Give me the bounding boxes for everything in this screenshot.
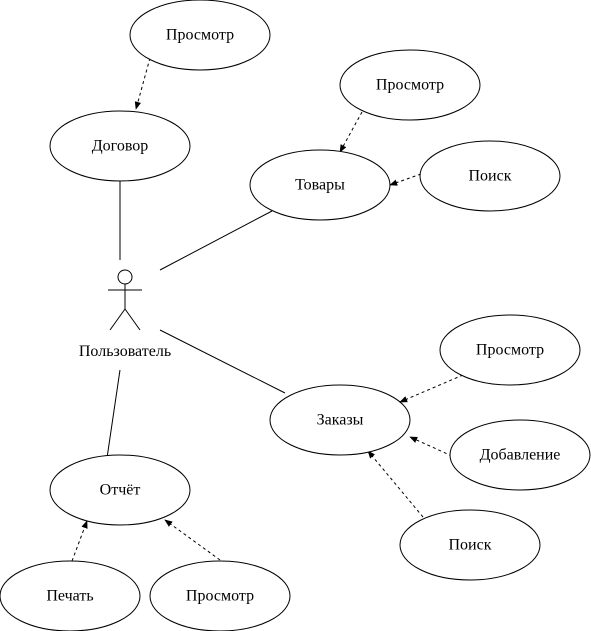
use-case-tovary-search-label: Поиск <box>469 168 512 185</box>
actor-user <box>108 269 142 331</box>
use-case-tovary-view-label: Просмотр <box>376 77 444 94</box>
use-case-otchet <box>49 454 191 526</box>
use-case-dogovor-label: Договор <box>92 138 149 155</box>
use-case-tovary-label: Товары <box>295 177 345 194</box>
actor-label: Пользователь <box>79 343 171 360</box>
association-zakazy <box>159 329 286 394</box>
use-case-tovary-search <box>419 140 561 212</box>
association-tovary <box>159 210 273 271</box>
association-otchet <box>106 369 121 459</box>
use-case-otchet-print-label: Печать <box>46 588 93 605</box>
use-case-tovary <box>249 149 391 221</box>
use-case-tovary-view <box>339 49 481 121</box>
use-case-dogovor <box>49 110 191 182</box>
use-case-zakazy-add <box>449 419 591 491</box>
use-case-dogovor-view-label: Просмотр <box>166 27 234 44</box>
use-case-zakazy-view-label: Просмотр <box>476 342 544 359</box>
dependency-tovary-search <box>389 173 422 186</box>
dependency-tovary-view <box>339 111 363 153</box>
dependency-zakazy-search <box>367 450 424 518</box>
dependency-zakazy-add <box>409 436 453 457</box>
use-case-zakazy <box>269 384 411 456</box>
use-case-otchet-view-label: Просмотр <box>186 588 254 605</box>
dependency-zakazy-view <box>399 374 464 403</box>
use-case-zakazy-search <box>399 509 541 581</box>
use-case-zakazy-view <box>439 314 581 386</box>
use-case-otchet-label: Отчёт <box>100 482 141 499</box>
actor-head <box>117 269 133 285</box>
use-case-otchet-view <box>149 560 291 631</box>
dependency-otchet-print <box>71 520 88 562</box>
use-case-zakazy-label: Заказы <box>317 412 364 429</box>
dependency-dogovor-view <box>134 57 151 110</box>
use-case-otchet-print <box>0 560 141 631</box>
actor-left-leg <box>109 308 126 331</box>
use-case-zakazy-search-label: Поиск <box>449 537 492 554</box>
use-case-dogovor-view <box>129 0 271 71</box>
dependency-otchet-view <box>164 519 221 561</box>
actor-right-leg <box>124 308 141 331</box>
use-case-zakazy-add-label: Добавление <box>480 447 561 464</box>
